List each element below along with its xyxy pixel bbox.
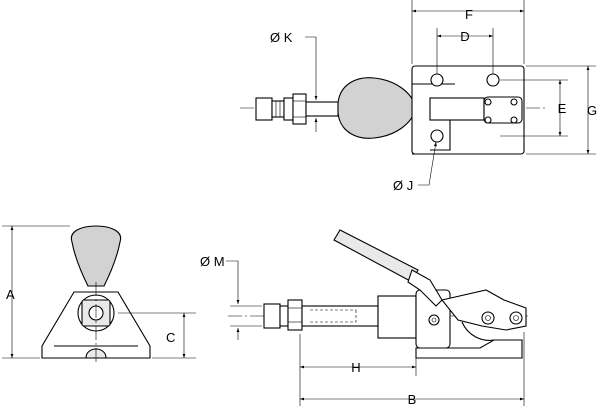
- dim-label-g: G: [587, 103, 597, 118]
- top-hole-2: [486, 73, 500, 87]
- end-handle-knob: [70, 225, 122, 287]
- dim-label-a: A: [6, 287, 15, 302]
- dim-label-d: D: [460, 29, 469, 44]
- top-body: [429, 97, 485, 121]
- side-handle-arm: [407, 269, 443, 307]
- top-bracket: [430, 120, 451, 151]
- top-hole-3: [430, 129, 444, 143]
- top-plunger-shaft: [305, 101, 339, 117]
- dim-label-f: F: [465, 7, 473, 22]
- side-linkage: [441, 289, 527, 331]
- top-plunger-thread: [271, 100, 285, 118]
- side-body-block: [377, 295, 417, 339]
- top-hole-1: [430, 73, 444, 87]
- side-handle-grip: [333, 229, 419, 283]
- dim-label-c: C: [166, 330, 175, 345]
- dim-label-b: B: [408, 392, 417, 407]
- top-nut-1: [283, 97, 294, 121]
- dim-label-e: E: [558, 101, 567, 116]
- side-nut: [287, 299, 303, 331]
- end-view: [41, 225, 151, 364]
- top-view-dimensions: F D G E Ø K Ø J: [270, 0, 597, 193]
- top-handle-knob: [337, 77, 417, 139]
- dim-label-h: H: [351, 360, 360, 375]
- top-plunger-tip: [255, 97, 273, 121]
- dim-label-m: Ø M: [200, 254, 225, 269]
- top-view: [240, 65, 545, 155]
- top-nut-2: [292, 93, 307, 125]
- end-view-dimensions: A C: [2, 225, 196, 359]
- side-plunger-shaft: [301, 305, 379, 327]
- side-view-dimensions: Ø M H B: [200, 254, 525, 407]
- side-plunger-tip: [263, 303, 281, 329]
- dim-label-j: Ø J: [393, 178, 413, 193]
- dim-label-k: Ø K: [270, 30, 293, 45]
- side-view: [228, 229, 530, 359]
